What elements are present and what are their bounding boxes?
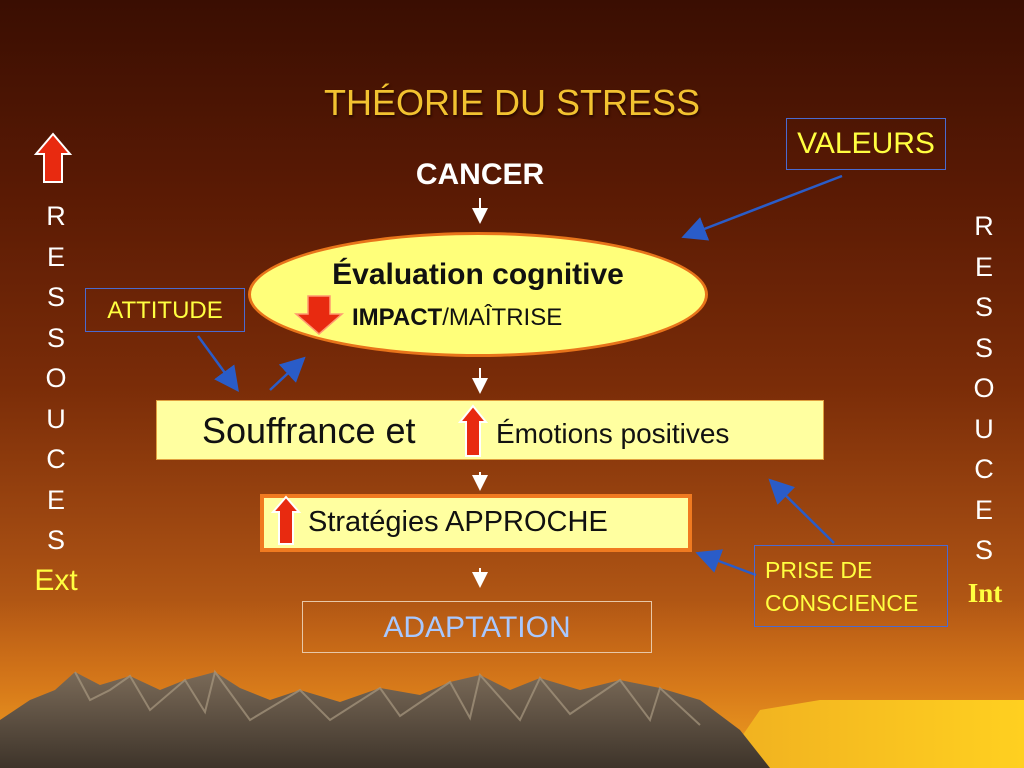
evaluation-ellipse <box>248 232 708 357</box>
souffrance-box <box>156 400 824 460</box>
int-label: Int <box>967 578 1003 608</box>
attitude-arrow <box>196 335 239 393</box>
left-column-letter: E <box>46 484 65 515</box>
mountains <box>0 672 770 768</box>
prise-line-2: CONSCIENCE <box>765 590 919 616</box>
left-column-letter: O <box>45 363 67 393</box>
strategies-box <box>260 494 692 552</box>
right-column-letter: U <box>974 413 994 444</box>
evaluation-title: Évaluation cognitive <box>332 258 624 291</box>
impact-label: IMPACT <box>352 304 443 331</box>
adaptation-box: ADAPTATION <box>302 601 652 653</box>
valeurs-arrow <box>681 174 843 241</box>
evaluation-subtitle: IMPACT/MAÎTRISE <box>352 304 562 332</box>
left-column-letter: S <box>46 525 65 555</box>
cancer-label: CANCER <box>415 158 545 191</box>
left-column-letter: S <box>46 322 65 353</box>
right-column-letter: S <box>974 332 993 363</box>
maitrise-label: MAÎTRISE <box>448 304 563 331</box>
right-column-letter: R <box>974 211 994 241</box>
slide-title: THÉORIE DU STRESS <box>323 82 701 123</box>
right-column-letter: O <box>973 373 995 403</box>
souffrance-label: Souffrance et <box>202 410 416 451</box>
prise-emotions-arrow <box>768 478 835 544</box>
right-column-letter: S <box>974 292 993 322</box>
left-column-letter: R <box>46 201 66 231</box>
ext-label: Ext <box>34 564 78 597</box>
strategies-label: Stratégies APPROCHE <box>308 506 608 538</box>
left-column-letter: U <box>46 403 66 434</box>
right-column-letter: E <box>974 251 993 282</box>
left-column-letter: C <box>46 444 66 474</box>
prise-strategies-arrow <box>695 549 757 577</box>
right-column-letter: S <box>974 535 993 565</box>
right-column-letter: C <box>974 454 994 484</box>
sun-glow <box>720 700 1024 768</box>
feedback-arrow <box>269 356 306 391</box>
emotions-label: Émotions positives <box>496 418 730 449</box>
left-column-letter: E <box>46 241 65 272</box>
mountain-highlights <box>74 669 701 726</box>
right-column-letter: E <box>974 494 993 525</box>
valeurs-box: VALEURS <box>786 118 946 170</box>
prise-line-1: PRISE DE <box>765 557 873 583</box>
slash-label: / <box>442 304 449 331</box>
left-column-letter: S <box>46 282 65 312</box>
prise-box: PRISE DE CONSCIENCE <box>754 545 948 627</box>
attitude-box: ATTITUDE <box>85 288 245 332</box>
